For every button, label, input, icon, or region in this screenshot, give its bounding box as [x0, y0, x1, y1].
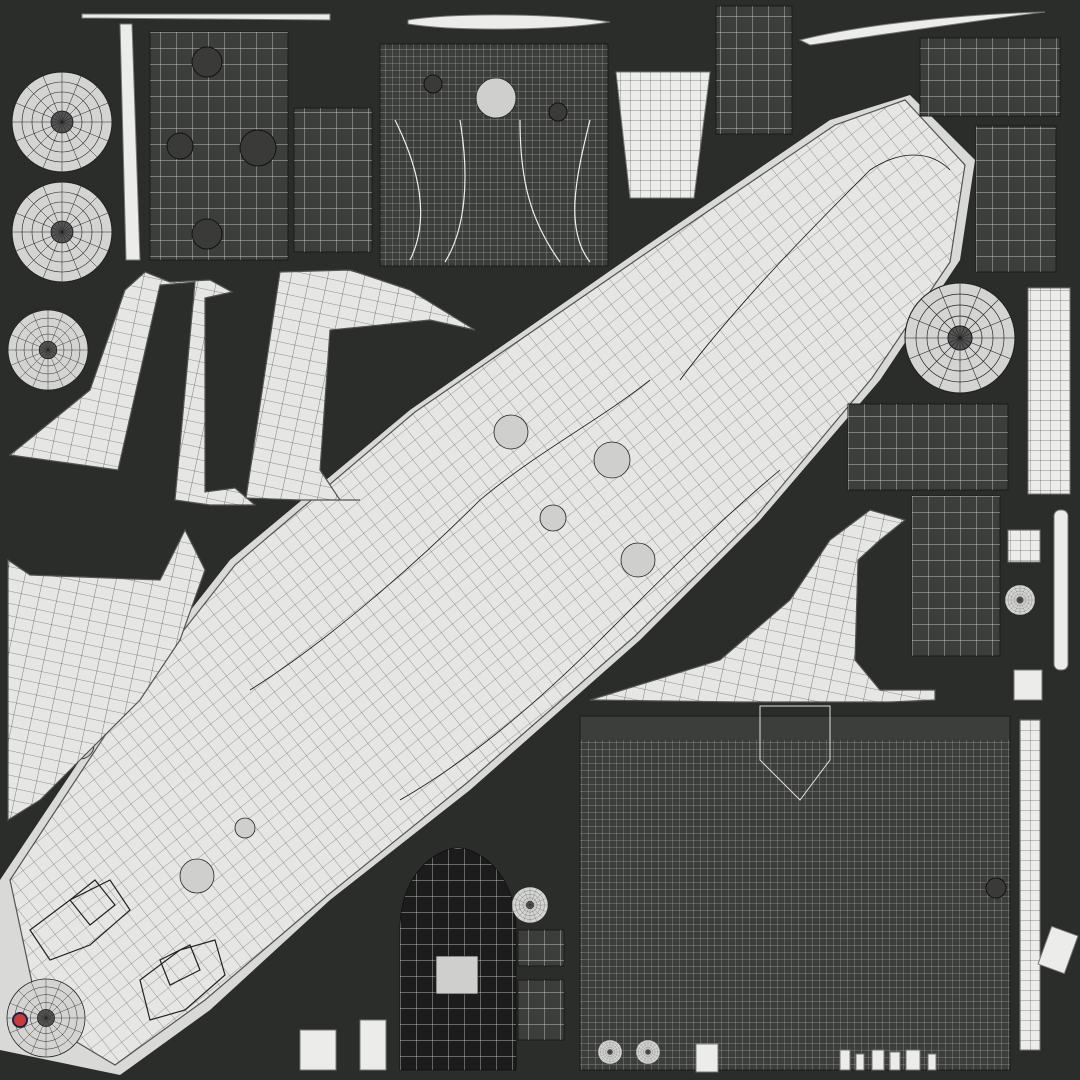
disc-right	[904, 282, 1016, 394]
panel-block-top-left	[149, 31, 289, 261]
parts-bottom-row	[299, 1019, 937, 1073]
nose-cone	[399, 847, 517, 1071]
intake-block	[379, 43, 609, 267]
disc-cluster-bottom	[511, 886, 661, 1065]
panel-block-large	[579, 705, 1011, 1071]
fin-left-a	[8, 271, 257, 506]
panel-block-top-right	[715, 5, 1061, 273]
panel-block-mid-top	[293, 107, 373, 253]
parts-right-column	[1004, 529, 1079, 1051]
fin-left-b	[245, 269, 476, 501]
disc-bottom-left	[6, 978, 86, 1058]
fuselage-shell	[0, 95, 975, 1075]
strip-top	[81, 11, 1046, 261]
cone-panel-top	[615, 71, 711, 199]
fin-left-c	[7, 528, 206, 822]
panel-block-right	[847, 287, 1071, 671]
fin-right	[589, 509, 936, 703]
